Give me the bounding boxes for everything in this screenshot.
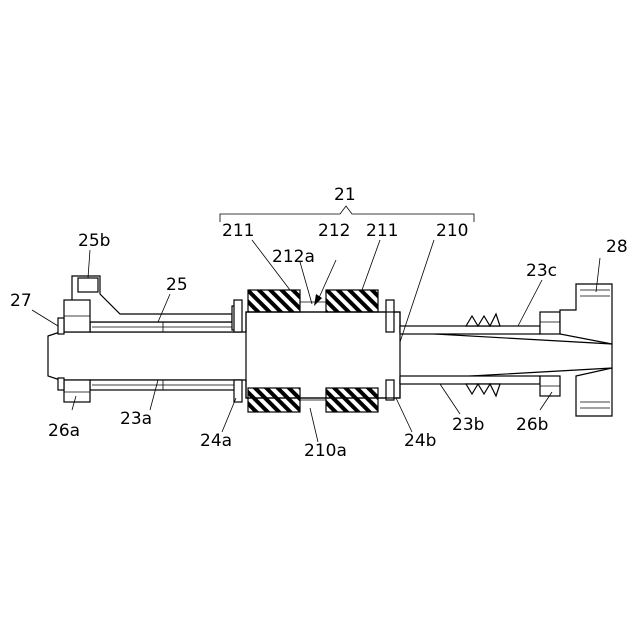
bearing-26b (540, 312, 560, 396)
bracket-25 (72, 276, 240, 330)
label-211-right: 211 (366, 221, 398, 241)
sleeve-23a (90, 322, 240, 390)
washer-24a (234, 300, 242, 402)
label-24a: 24a (200, 431, 232, 451)
bearing-26a (64, 300, 90, 402)
label-23c: 23c (526, 261, 557, 281)
label-23b: 23b (452, 415, 484, 435)
washer-24b (386, 300, 394, 400)
label-24b: 24b (404, 431, 436, 451)
label-28: 28 (606, 237, 628, 257)
label-212: 212 (318, 221, 350, 241)
group-21-brace (220, 206, 474, 222)
core-212 (246, 302, 400, 400)
coil-211-bottom-left (248, 388, 300, 412)
label-210a: 210a (304, 441, 347, 461)
label-212a: 212a (272, 247, 315, 267)
label-23a: 23a (120, 409, 152, 429)
label-26b: 26b (516, 415, 548, 435)
coil-211-bottom-right (326, 388, 378, 412)
label-21: 21 (334, 185, 356, 205)
label-25b: 25b (78, 231, 110, 251)
label-210: 210 (436, 221, 468, 241)
sleeve-23b (400, 314, 540, 396)
clip-27 (58, 318, 64, 390)
leader-lines (32, 240, 600, 442)
tab-25b (78, 278, 98, 292)
housing-28 (560, 284, 612, 416)
coil-211-top-right (326, 290, 378, 312)
label-26a: 26a (48, 421, 80, 441)
label-211-left: 211 (222, 221, 254, 241)
coil-211-top-left (248, 290, 300, 312)
label-27: 27 (10, 291, 32, 311)
label-25: 25 (166, 275, 188, 295)
